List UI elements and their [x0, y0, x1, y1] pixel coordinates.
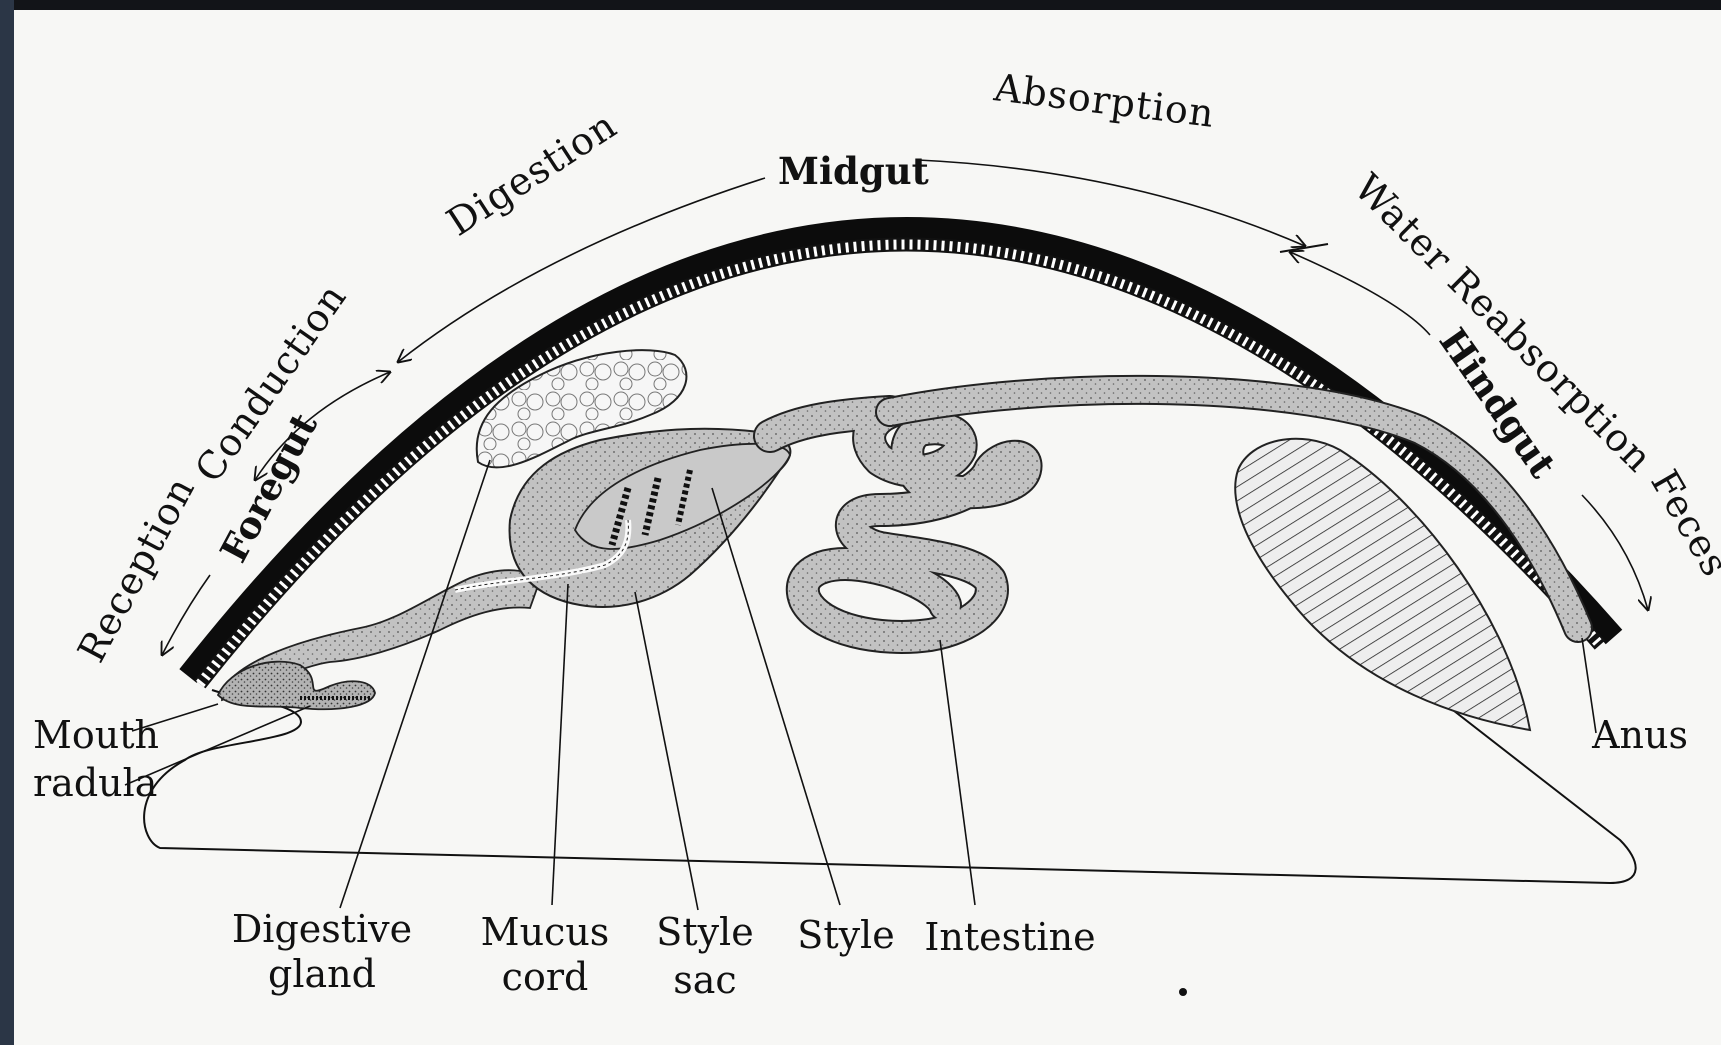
- label-digestive-gland-line2: gland: [268, 952, 376, 996]
- label-digestive-gland-line1: Digestive: [232, 907, 412, 951]
- label-style: Style: [797, 913, 894, 957]
- buccal-mass: [218, 662, 375, 710]
- label-digestion: Digestion: [439, 103, 625, 245]
- hindgut-arrow: [1290, 252, 1430, 335]
- label-anus: Anus: [1591, 713, 1688, 757]
- label-mouth: Mouth: [33, 713, 159, 757]
- leader-intestine: [940, 640, 975, 905]
- feces-arrow: [1582, 495, 1648, 610]
- label-style-sac-line2: sac: [673, 958, 736, 1002]
- label-intestine: Intestine: [924, 915, 1095, 959]
- label-midgut: Midgut: [778, 149, 929, 193]
- leader-style-sac: [635, 592, 698, 910]
- label-reception: Reception: [69, 469, 203, 669]
- label-feces: Feces: [1642, 463, 1721, 585]
- body-outline: [144, 690, 1636, 883]
- label-mucus-cord-line1: Mucus: [481, 910, 610, 954]
- label-absorption: Absorption: [991, 65, 1217, 136]
- label-style-sac-line1: Style: [656, 910, 753, 954]
- ink-speck: [1179, 988, 1187, 996]
- label-radula: radula: [33, 761, 157, 805]
- label-mucus-cord-line2: cord: [502, 955, 589, 999]
